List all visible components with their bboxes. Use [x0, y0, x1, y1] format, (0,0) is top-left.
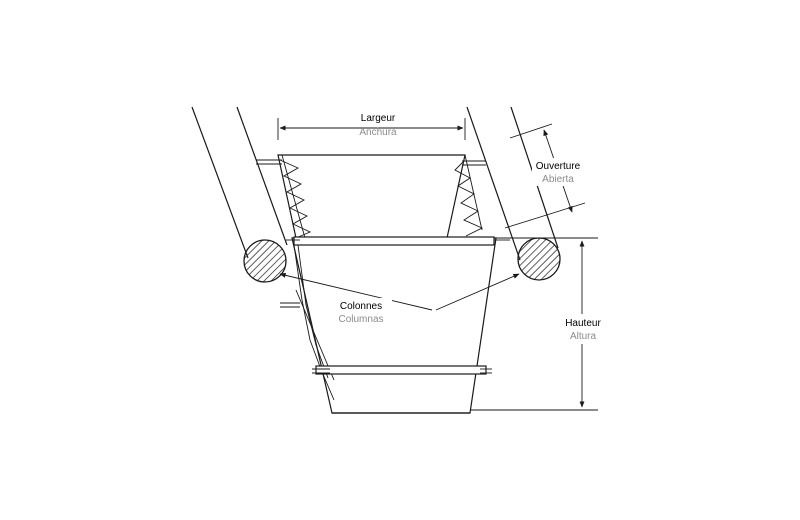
right-rail-section [517, 237, 561, 281]
width-dimension: Largeur Anchura [277, 113, 466, 140]
columns-label-bg [332, 298, 392, 326]
height-sublabel: Altura [570, 331, 597, 342]
right-folds [454, 161, 484, 237]
bellows-body [277, 154, 497, 414]
width-sublabel: Anchura [359, 127, 397, 138]
height-dimension: Hauteur Altura [470, 237, 606, 411]
left-rail [191, 106, 288, 283]
middle-frame-bar [293, 236, 495, 246]
left-rail-section [243, 239, 287, 283]
height-label: Hauteur [565, 318, 601, 329]
columns-callout: Colonnes Columnas [279, 272, 520, 326]
guide-pins [256, 159, 510, 374]
height-label-bg [560, 314, 606, 344]
columns-sublabel: Columnas [338, 314, 383, 325]
opening-label-bg [532, 158, 584, 186]
top-frame [277, 154, 466, 239]
lower-body [291, 237, 497, 414]
bottom-frame-bar [315, 365, 487, 375]
width-label: Largeur [361, 113, 396, 124]
columns-label: Colonnes [340, 301, 382, 312]
opening-label: Ouverture [536, 161, 581, 172]
opening-sublabel: Abierta [542, 174, 574, 185]
left-lower-folds [293, 244, 335, 401]
opening-dimension: Ouverture Abierta [504, 123, 586, 229]
left-folds [279, 159, 312, 239]
